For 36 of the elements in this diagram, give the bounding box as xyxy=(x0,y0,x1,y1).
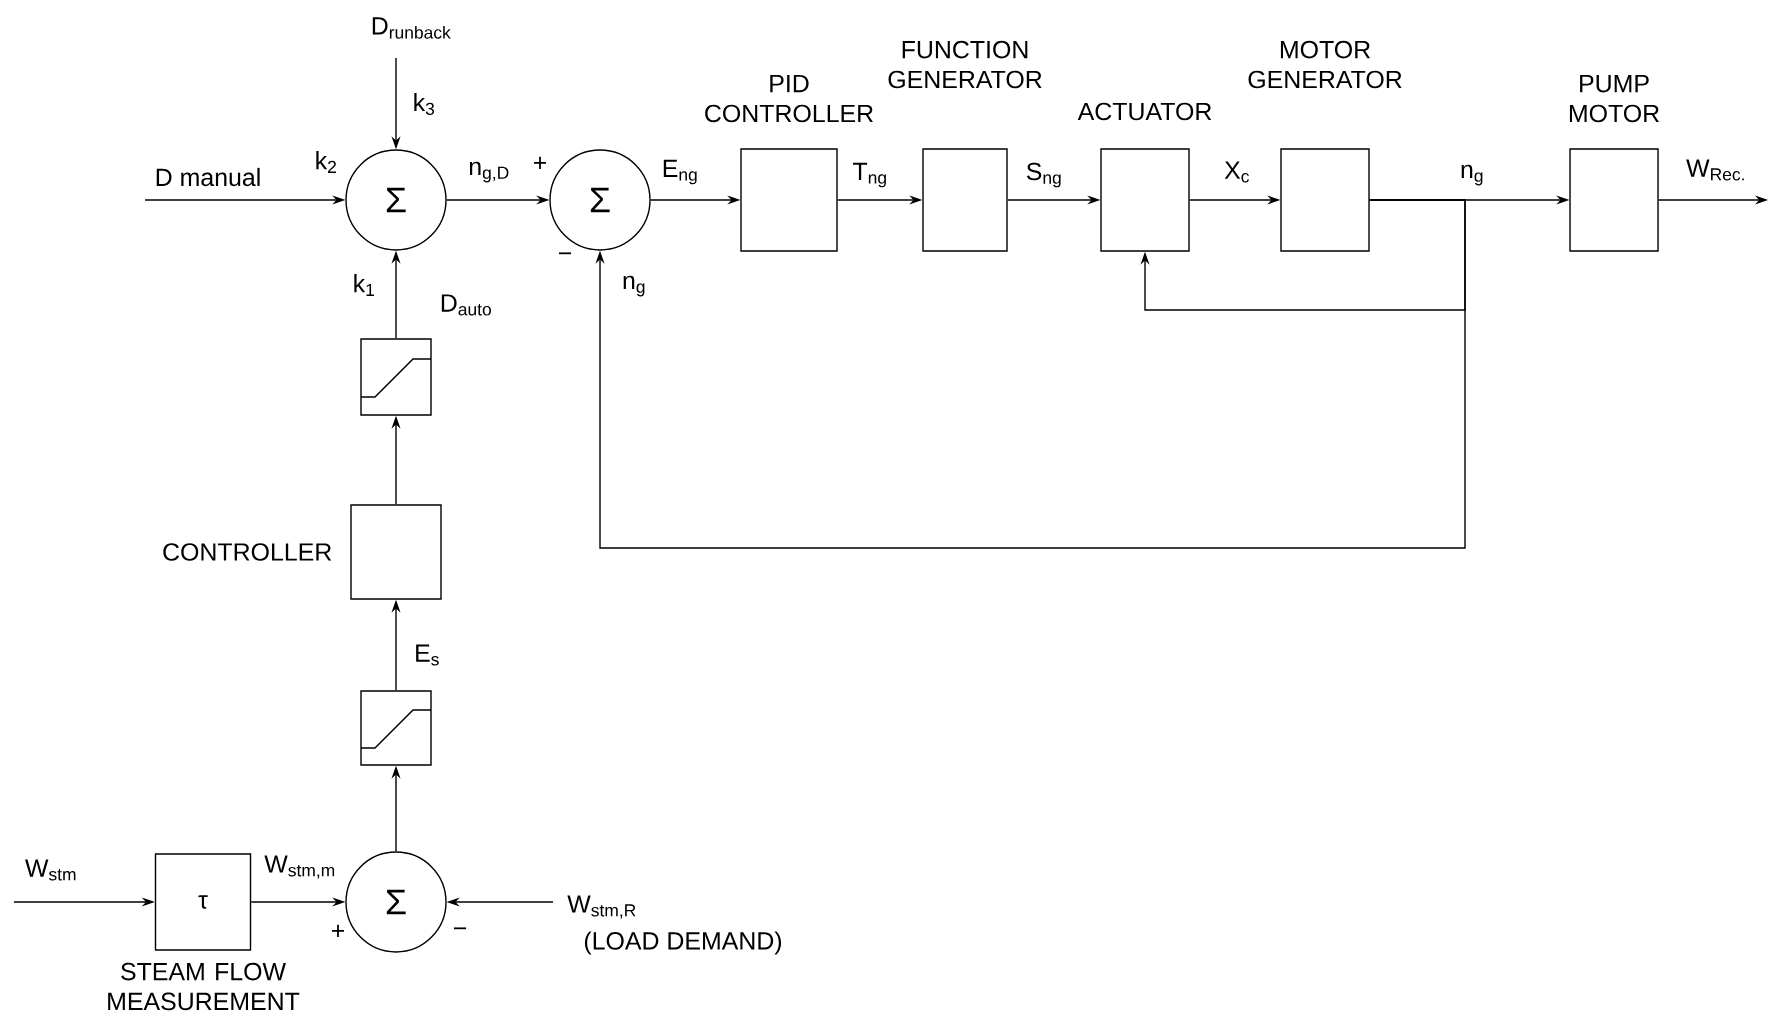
summing-junction: Σ xyxy=(345,851,447,953)
edge-label: X$_{c}$ xyxy=(1223,160,1251,184)
edge-label: E$_{s}$ xyxy=(413,643,441,667)
edge-label: E$_{ng}$ xyxy=(660,158,700,186)
limiter-box xyxy=(360,338,432,416)
edge-label: n$_{g}$ xyxy=(1459,163,1486,187)
node-label: MOTOR GENERATOR xyxy=(1248,40,1402,89)
edge-label: S$_{ng}$ xyxy=(1024,161,1064,189)
edge-label: W$_{stm,R}$ xyxy=(566,894,638,920)
node-label: PUMP MOTOR xyxy=(1569,75,1659,123)
gain-label: k$_{3}$ xyxy=(414,93,435,115)
edge-label: n$_{g,D}$ xyxy=(467,160,511,184)
signal-note: (LOAD DEMAND) xyxy=(584,931,782,955)
node-label: ACTUATOR xyxy=(1077,102,1212,121)
node-label: STEAM FLOW MEASUREMENT xyxy=(108,962,300,1011)
edge-label: W$_{stm}$ xyxy=(23,858,79,882)
summing-junction: Σ xyxy=(549,149,651,251)
limiter-box xyxy=(360,690,432,766)
edge-label: D$_{runback}$ xyxy=(369,16,453,40)
gain-label: k$_{1}$ xyxy=(354,274,374,296)
sign-label: + xyxy=(331,924,345,937)
node-label: CONTROLLER xyxy=(163,543,332,561)
edge-label: W$_{stm,m}$ xyxy=(263,854,337,880)
edge-label: T$_{ng}$ xyxy=(851,161,889,189)
edge-label: D manual xyxy=(153,166,263,188)
node-label: PID CONTROLLER xyxy=(705,75,873,123)
block: MOTOR GENERATOR xyxy=(1248,40,1402,252)
block: PUMP MOTOR xyxy=(1569,75,1659,252)
block: CONTROLLER xyxy=(163,504,442,600)
block: ACTUATOR xyxy=(1077,102,1212,252)
edge-label: n$_{g}$ xyxy=(621,274,648,298)
edge-label: D$_{auto}$ xyxy=(438,293,494,317)
node-label: FUNCTION GENERATOR xyxy=(888,40,1042,89)
edge-label: W$_{Rec.}$ xyxy=(1685,158,1747,182)
summing-junction: Σ xyxy=(345,149,447,251)
arrow xyxy=(595,199,1466,549)
